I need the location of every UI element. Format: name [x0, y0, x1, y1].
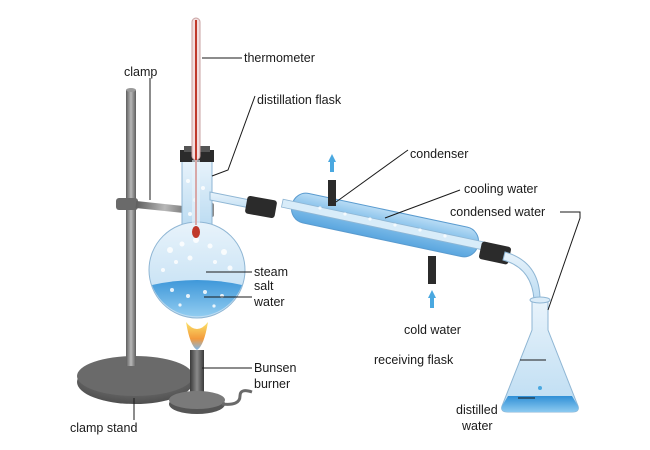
- label-condenser: condenser: [410, 147, 468, 161]
- side-arm: [209, 191, 277, 218]
- thermometer: [191, 17, 201, 238]
- label-cooling-water: cooling water: [464, 182, 538, 196]
- mercury-column: [195, 20, 197, 225]
- gas-tube: [221, 389, 253, 406]
- adapter: [479, 241, 541, 301]
- bunsen-burner: [169, 322, 253, 414]
- water-outlet: [328, 180, 336, 206]
- label-bunsen-line1: Bunsen: [254, 361, 296, 375]
- label-bunsen-line2: burner: [254, 377, 290, 391]
- distilled-water-liquid: [501, 396, 579, 412]
- label-distillation-flask: distillation flask: [257, 93, 342, 107]
- label-receiving-flask: receiving flask: [374, 353, 454, 367]
- label-condensed-water: condensed water: [450, 205, 545, 219]
- label-thermometer: thermometer: [244, 51, 315, 65]
- salt-water-liquid: [152, 280, 242, 317]
- clamp-stand: [77, 88, 193, 404]
- label-clamp: clamp: [124, 65, 157, 79]
- leader-lines: [133, 57, 581, 420]
- water-inlet: [428, 256, 436, 284]
- thermometer-bulb: [192, 226, 200, 238]
- label-cold-water: cold water: [404, 323, 461, 337]
- label-clamp-stand: clamp stand: [70, 421, 137, 435]
- labels: thermometer clamp distillation flask con…: [70, 51, 545, 435]
- label-distilled-line2: water: [461, 419, 493, 433]
- condenser: [280, 154, 490, 308]
- label-distilled-line1: distilled: [456, 403, 498, 417]
- flame: [186, 322, 208, 350]
- receiving-flask: [501, 296, 579, 413]
- label-steam: steam: [254, 265, 288, 279]
- label-salt-water-line2: water: [253, 295, 285, 309]
- label-salt-water-line1: salt: [254, 279, 274, 293]
- stand-rod: [126, 90, 136, 366]
